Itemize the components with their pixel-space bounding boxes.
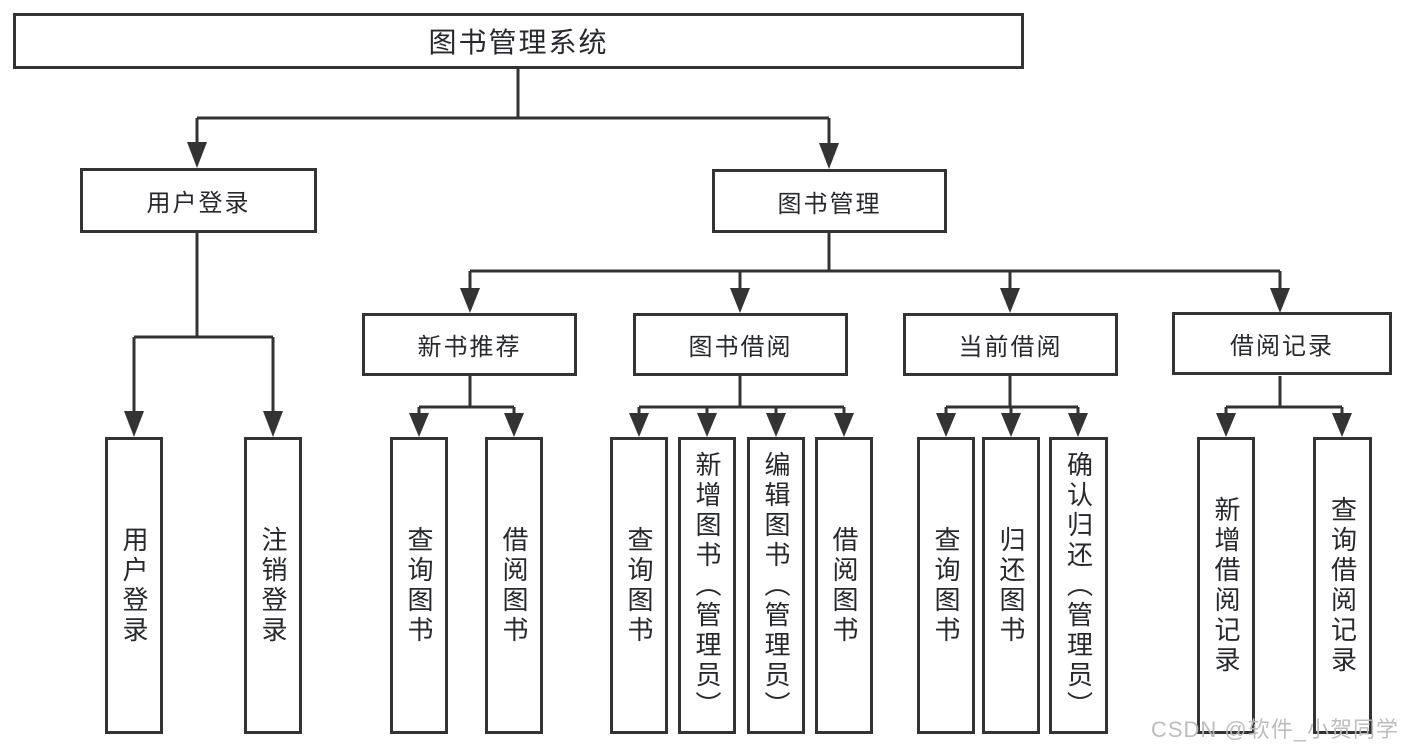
node-label: 新增借阅记录 [1211, 495, 1241, 676]
leaf-edit-books-admin: 编辑图书（管理员） [747, 437, 805, 734]
node-current-borrow: 当前借阅 [903, 313, 1118, 376]
node-label: 查询借阅记录 [1327, 495, 1358, 676]
node-label: 借阅记录 [1230, 333, 1334, 360]
node-label: 新书推荐 [417, 334, 522, 361]
node-label: 图书管理系统 [428, 27, 609, 58]
arrowheads [124, 142, 1352, 437]
leaf-query-books-borrow: 查询图书 [610, 437, 668, 734]
node-label: 查询图书 [404, 525, 434, 646]
node-label: 当前借阅 [958, 334, 1063, 361]
leaf-user-login: 用户登录 [105, 437, 163, 734]
node-library-management-system: 图书管理系统 [13, 13, 1024, 69]
leaf-query-books-current: 查询图书 [917, 437, 975, 734]
node-label: 图书管理 [777, 190, 882, 218]
leaf-return-books: 归还图书 [982, 437, 1040, 734]
node-borrow-records: 借阅记录 [1172, 312, 1392, 375]
node-label: 用户登录 [119, 525, 149, 646]
leaf-logout: 注销登录 [244, 437, 302, 734]
node-label: 查询图书 [931, 525, 961, 646]
node-label: 注销登录 [258, 525, 288, 646]
node-label: 新增图书（管理员） [692, 450, 722, 721]
leaf-query-books-recommend: 查询图书 [390, 437, 448, 734]
node-label: 查询图书 [624, 525, 654, 646]
leaf-add-borrow-record: 新增借阅记录 [1197, 437, 1255, 734]
node-label: 借阅图书 [829, 525, 859, 646]
leaf-borrow-books-recommend: 借阅图书 [485, 437, 543, 734]
csdn-watermark: CSDN @软件_小贺同学 [1150, 717, 1399, 742]
node-new-book-recommend: 新书推荐 [362, 313, 577, 376]
node-label: 确认归还（管理员） [1063, 450, 1094, 721]
node-book-borrow: 图书借阅 [633, 313, 848, 376]
node-label: 借阅图书 [499, 525, 529, 646]
leaf-add-books-admin: 新增图书（管理员） [678, 437, 736, 734]
node-label: 用户登录 [146, 190, 251, 217]
leaf-borrow-books: 借阅图书 [815, 437, 873, 734]
leaf-confirm-return-admin: 确认归还（管理员） [1049, 437, 1108, 734]
node-label: 编辑图书（管理员） [761, 450, 791, 721]
leaf-query-borrow-record: 查询借阅记录 [1313, 437, 1372, 734]
node-label: 图书借阅 [688, 334, 793, 361]
node-book-management: 图书管理 [712, 169, 947, 233]
node-label: 归还图书 [996, 525, 1026, 646]
node-user-login: 用户登录 [80, 168, 317, 233]
